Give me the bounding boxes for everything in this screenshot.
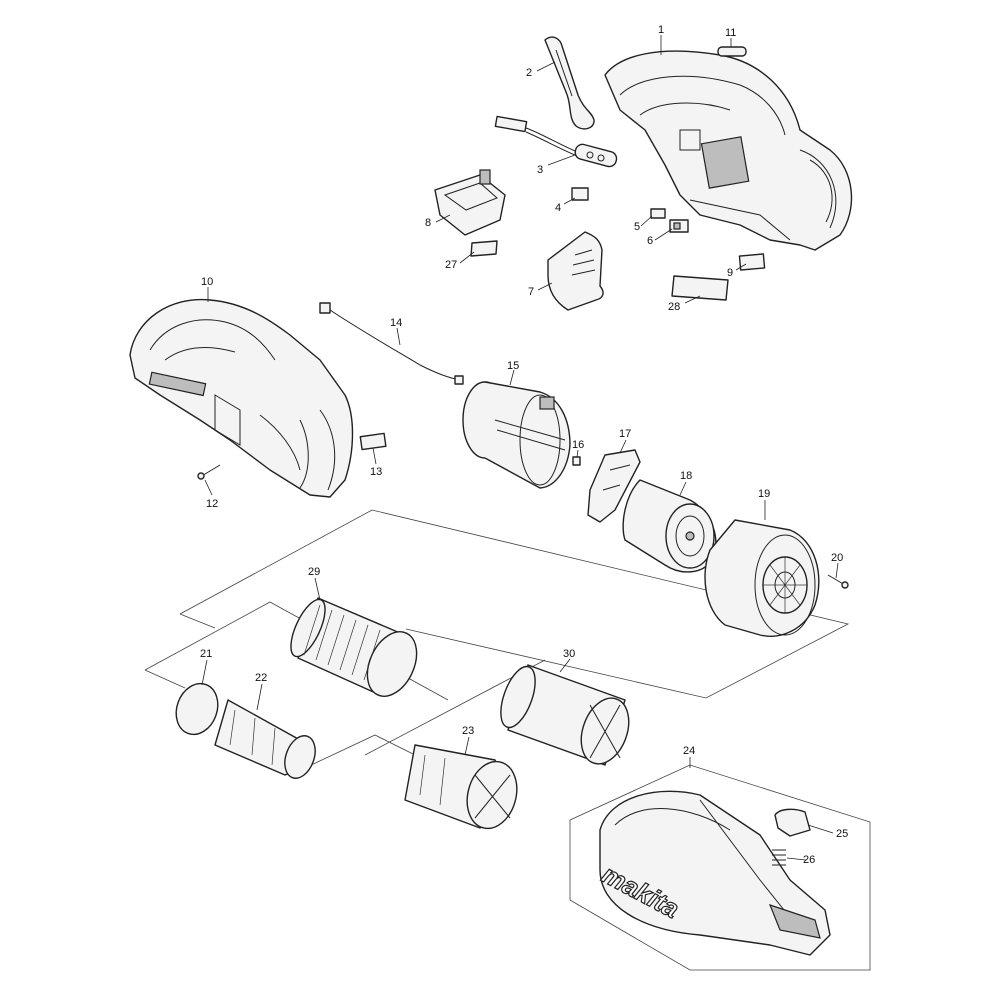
filter-group-outline: [144, 509, 850, 776]
callout-20: 20: [831, 552, 843, 564]
part-1-housing-right: [604, 50, 853, 251]
part-16-small-pin: [572, 456, 581, 466]
callout-12: 12: [206, 498, 218, 510]
part-11-label-plate: [717, 46, 747, 57]
callout-15: 15: [507, 360, 519, 372]
leader-lines: [201, 35, 839, 861]
callout-16: 16: [572, 439, 584, 451]
callout-17: 17: [619, 428, 631, 440]
part-25-release-button: [774, 808, 811, 837]
callout-8: 8: [425, 217, 431, 229]
part-23-filter-frame: [404, 744, 518, 830]
part-6-connector: [669, 219, 689, 233]
callout-27: 27: [445, 259, 457, 271]
part-13-pad: [359, 432, 387, 451]
callout-9: 9: [727, 267, 733, 279]
callouts: 1 2 3 4 5 6 7 8 9 10 11 12 13 14 15 16 1…: [200, 24, 848, 866]
callout-21: 21: [200, 648, 212, 660]
part-2-strap: [544, 36, 595, 130]
part-8-battery-terminal-holder: [434, 169, 506, 236]
part-7-cover-plate: [547, 231, 604, 311]
callout-29: 29: [308, 566, 320, 578]
part-14-lead-wire: [319, 302, 464, 385]
callout-11: 11: [725, 27, 736, 39]
part-12-screw: [197, 464, 221, 480]
callout-5: 5: [634, 221, 640, 233]
callout-23: 23: [462, 725, 474, 737]
callout-25: 25: [836, 828, 848, 840]
callout-1: 1: [658, 24, 664, 36]
part-30-pre-filter: [500, 664, 630, 766]
part-3-switch-wire: [494, 115, 618, 168]
part-21-sponge-disc: [175, 682, 219, 736]
callout-10: 10: [201, 276, 213, 288]
part-10-housing-left: [129, 298, 354, 498]
callout-14: 14: [390, 317, 402, 329]
callout-22: 22: [255, 672, 267, 684]
part-22-filter-cage: [214, 699, 316, 779]
part-27-label: [470, 240, 498, 257]
part-17-brush-holder: [587, 449, 641, 523]
callout-7: 7: [528, 286, 534, 298]
callout-6: 6: [647, 235, 653, 247]
callout-18: 18: [680, 470, 692, 482]
part-26-spring: [772, 849, 786, 866]
part-15-motor-bracket: [462, 381, 571, 489]
part-19-fan-housing: [704, 519, 820, 637]
part-24-dust-case: [599, 790, 831, 956]
part-5-terminal: [650, 208, 666, 219]
callout-4: 4: [555, 202, 561, 214]
part-28-label: [671, 275, 729, 301]
callout-28: 28: [668, 301, 680, 313]
part-9-small-block: [738, 253, 766, 271]
part-4-switch-pad: [571, 187, 589, 201]
callout-26: 26: [803, 854, 815, 866]
callout-24: 24: [683, 745, 695, 757]
callout-30: 30: [563, 648, 575, 660]
part-29-hepa-filter: [290, 597, 418, 697]
part-20-screw: [827, 574, 849, 589]
callout-2: 2: [526, 67, 532, 79]
part-18-motor: [622, 479, 717, 573]
callout-19: 19: [758, 488, 770, 500]
callout-13: 13: [370, 466, 382, 478]
callout-3: 3: [537, 164, 543, 176]
